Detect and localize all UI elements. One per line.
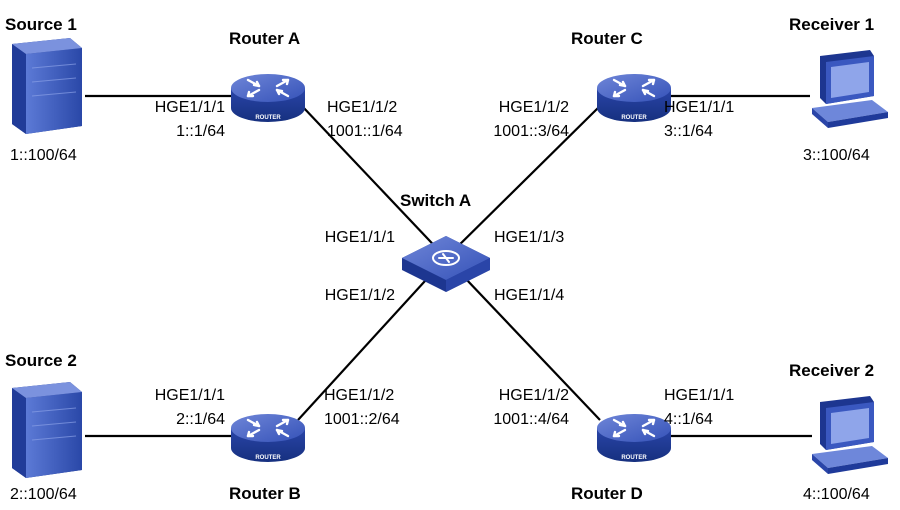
routerB-badge: ROUTER — [255, 455, 281, 461]
routerD-icon: ROUTER — [595, 412, 673, 464]
routerC-if1-address: 3::1/64 — [664, 123, 713, 140]
receiver1-label: Receiver 1 — [789, 15, 874, 34]
link-routerD-switchA — [445, 257, 601, 421]
routerD-if1-label: HGE1/1/1 — [664, 387, 734, 404]
switchA-port3-label: HGE1/1/3 — [494, 229, 564, 246]
source1-address: 1::100/64 — [10, 147, 77, 164]
link-routerC-switchA — [445, 105, 601, 259]
routerD-badge: ROUTER — [621, 455, 647, 461]
switchA-port4-label: HGE1/1/4 — [494, 287, 564, 304]
links — [85, 94, 812, 438]
routerB-if2-address: 1001::2/64 — [324, 411, 400, 428]
routerD-if2-label: HGE1/1/2 — [499, 387, 569, 404]
switchA-port2-label: HGE1/1/2 — [325, 287, 395, 304]
routerB-label: Router B — [229, 484, 301, 503]
routerB-icon: ROUTER — [229, 412, 307, 464]
routerC-badge: ROUTER — [621, 115, 647, 121]
routerB-if2-label: HGE1/1/2 — [324, 387, 394, 404]
link-routerB-switchA — [297, 257, 447, 421]
routerA-label: Router A — [229, 29, 300, 48]
switchA-label: Switch A — [400, 191, 471, 210]
receiver2-address: 4::100/64 — [803, 486, 870, 503]
routerC-icon: ROUTER — [595, 72, 673, 124]
source2-address: 2::100/64 — [10, 486, 77, 503]
source1-server-icon — [11, 37, 83, 135]
receiver2-label: Receiver 2 — [789, 361, 874, 380]
routerC-label: Router C — [571, 29, 643, 48]
switchA-icon — [402, 236, 490, 292]
routerB-if1-address: 2::1/64 — [176, 411, 225, 428]
routerC-if1-label: HGE1/1/1 — [664, 99, 734, 116]
routerD-if2-address: 1001::4/64 — [493, 411, 569, 428]
routerA-if1-address: 1::1/64 — [176, 123, 225, 140]
routerA-icon: ROUTER — [229, 72, 307, 124]
link-routerA-switchA — [301, 105, 447, 259]
switchA-port1-label: HGE1/1/1 — [325, 229, 395, 246]
routerC-if2-address: 1001::3/64 — [493, 123, 569, 140]
routerA-if2-label: HGE1/1/2 — [327, 99, 397, 116]
source1-label: Source 1 — [5, 15, 77, 34]
receiver1-address: 3::100/64 — [803, 147, 870, 164]
source2-server-icon — [11, 381, 83, 479]
routerD-if1-address: 4::1/64 — [664, 411, 713, 428]
routerD-label: Router D — [571, 484, 643, 503]
routerC-if2-label: HGE1/1/2 — [499, 99, 569, 116]
routerB-if1-label: HGE1/1/1 — [155, 387, 225, 404]
receiver1-pc-icon — [812, 50, 888, 128]
routerA-badge: ROUTER — [255, 115, 281, 121]
routerA-if2-address: 1001::1/64 — [327, 123, 403, 140]
routerA-if1-label: HGE1/1/1 — [155, 99, 225, 116]
source2-label: Source 2 — [5, 351, 77, 370]
receiver2-pc-icon — [812, 396, 888, 474]
